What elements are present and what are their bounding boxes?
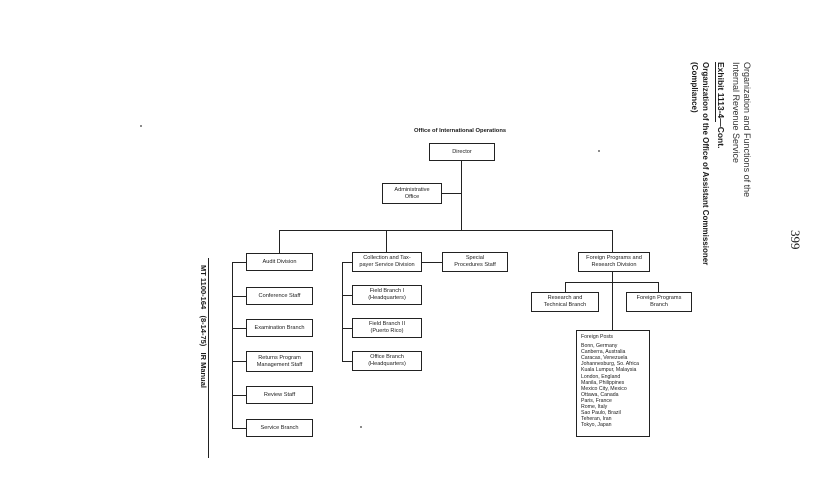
field-branch-1-box: Field Branch I (Headquarters) [352, 285, 422, 305]
research-branch-box: Research and Technical Branch [531, 292, 599, 312]
connector-collection [386, 230, 387, 252]
director-box: Director [429, 143, 495, 161]
connector-returns [232, 361, 246, 362]
exhibit-rule [715, 62, 716, 122]
field-branch-2-box: Field Branch II (Puerto Rico) [352, 318, 422, 338]
office-branch-box: Office Branch (Headquarters) [352, 351, 422, 371]
connector-main-horizontal [279, 230, 612, 231]
post-item: Mexico City, Mexico [581, 385, 627, 392]
post-item: Sao Paulo, Brazil [581, 410, 621, 417]
returns-program-staff-box: Returns Program Management Staff [246, 351, 313, 372]
post-item: Tokyo, Japan [581, 422, 612, 429]
connector-audit-children [232, 262, 233, 429]
connector-review [232, 395, 246, 396]
exhibit-number: Exhibit 1113-4—Cont. [716, 62, 726, 149]
page-number: 399 [788, 230, 803, 250]
chart-caption-line-2: (Compliance) [690, 62, 699, 113]
post-item: Rome, Italy [581, 404, 608, 411]
post-item: Caracas, Venezuela [581, 355, 628, 362]
foreign-posts-box: Foreign Posts Bonn, Germany Canberra, Au… [576, 330, 650, 437]
footer-rule [208, 258, 209, 458]
post-item: Bonn, Germany [581, 343, 618, 350]
connector-examination [232, 328, 246, 329]
connector-special-procedures [422, 262, 442, 263]
examination-branch-box: Examination Branch [246, 319, 313, 337]
connector-office-branch [342, 361, 352, 362]
connector-foreign-programs-branch [658, 282, 659, 292]
connector-collection-children [342, 262, 343, 362]
connector-field-branch-1 [342, 295, 352, 296]
collection-division-box: Collection and Tax- payer Service Divisi… [352, 252, 422, 272]
connector-main-vertical [461, 161, 462, 230]
post-item: London, England [581, 373, 621, 380]
foreign-posts-heading: Foreign Posts [581, 334, 614, 340]
review-staff-box: Review Staff [246, 386, 313, 404]
connector-service [232, 428, 246, 429]
post-item: Kuala Lumpur, Malaysia [581, 367, 637, 374]
chart-title: Office of International Operations [414, 128, 507, 134]
conference-staff-box: Conference Staff [246, 287, 313, 305]
connector-conference [232, 296, 246, 297]
manual-reference: MT 1100-164 (8-14-75) IR Manual [199, 265, 208, 388]
post-item: Ottawa, Canada [581, 391, 619, 398]
administrative-office-box: Administrative Office [382, 183, 442, 204]
scan-speck [598, 150, 600, 152]
post-item: Johannesburg, So. Africa [581, 361, 639, 368]
service-branch-box: Service Branch [246, 419, 313, 437]
header-title-line-1: Organization and Functions of the [742, 62, 752, 198]
header-title-line-2: Internal Revenue Service [731, 62, 741, 164]
connector-admin [442, 193, 461, 194]
scan-speck [360, 426, 362, 428]
chart-caption-line-1: Organization of the Office of Assistant … [701, 62, 710, 266]
foreign-programs-division-box: Foreign Programs and Research Division [578, 252, 650, 272]
foreign-programs-branch-box: Foreign Programs Branch [626, 292, 692, 312]
audit-division-box: Audit Division [246, 253, 313, 271]
connector-audit [279, 230, 280, 253]
scan-speck [140, 125, 142, 127]
connector-collection-stub [342, 262, 352, 263]
post-item: Manila, Philippines [581, 379, 625, 386]
post-item: Canberra, Australia [581, 349, 626, 356]
connector-foreign-children [612, 272, 613, 330]
post-item: Teheran, Iran [581, 416, 612, 423]
connector-field-branch-2 [342, 328, 352, 329]
connector-audit-stub [232, 262, 246, 263]
post-item: Paris, France [581, 397, 612, 404]
connector-research-branch [565, 282, 566, 292]
special-procedures-box: Special Procedures Staff [442, 252, 508, 272]
connector-foreign-division [612, 230, 613, 252]
connector-foreign-branches [565, 282, 658, 283]
